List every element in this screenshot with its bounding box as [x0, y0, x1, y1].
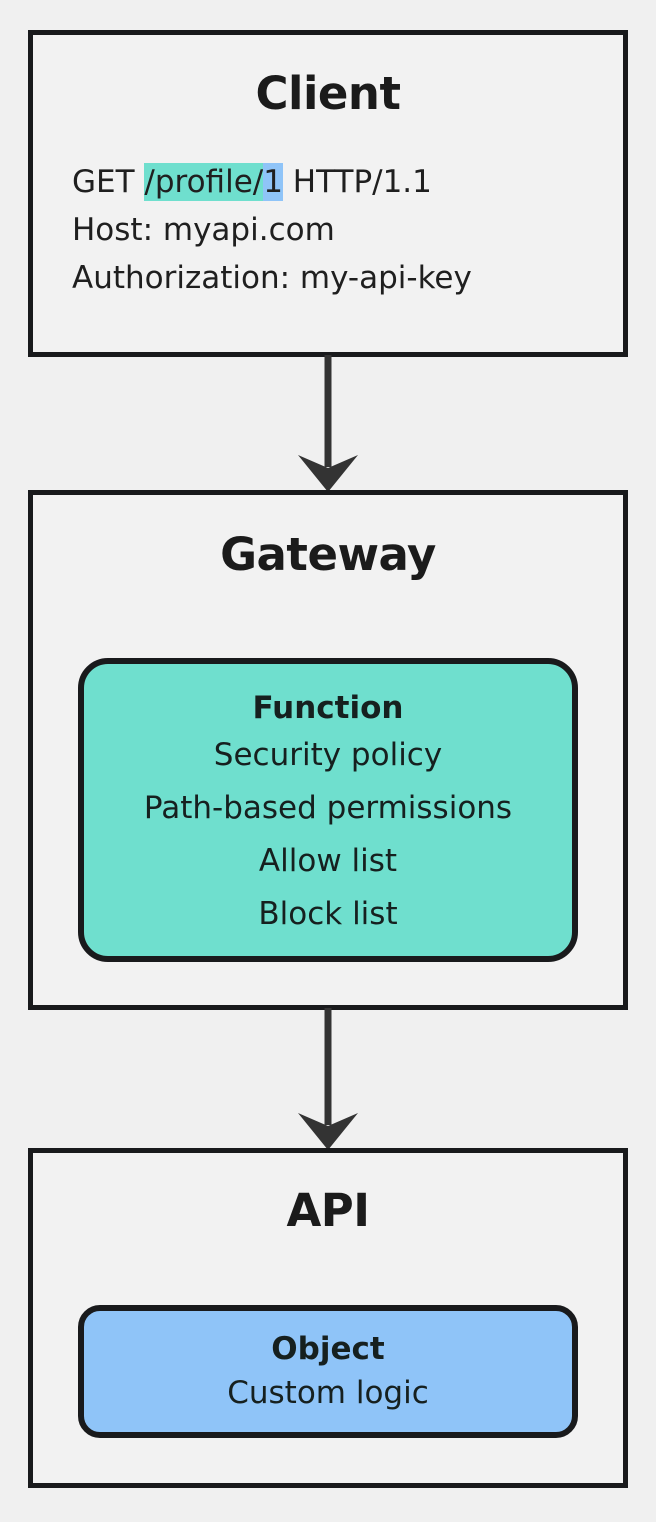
request-header-host: Host: myapi.com [72, 212, 335, 248]
arrow-client-to-gateway [274, 355, 382, 492]
request-path-highlight: /profile/ [144, 163, 264, 201]
function-item-allow-list: Allow list [258, 843, 398, 879]
api-node[interactable]: API Object Custom logic [28, 1148, 628, 1488]
request-http-version: HTTP/1.1 [282, 164, 432, 200]
request-resource-id-highlight: 1 [263, 163, 283, 201]
request-header-authorization: Authorization: my-api-key [72, 260, 472, 296]
function-subnode-title: Function [252, 690, 404, 726]
api-node-title: API [286, 1184, 370, 1237]
client-node-title: Client [255, 67, 401, 120]
function-item-block-list: Block list [258, 896, 398, 932]
arrow-gateway-to-api [274, 1008, 382, 1150]
function-item-security-policy: Security policy [213, 737, 443, 773]
object-subnode-title: Object [271, 1331, 385, 1367]
object-item-custom-logic: Custom logic [227, 1375, 429, 1411]
function-item-path-based-permissions: Path-based permissions [143, 790, 513, 826]
client-node[interactable]: Client GET /profile/1 HTTP/1.1 Host: mya… [28, 30, 628, 357]
request-line-start-line: GET /profile/1 HTTP/1.1 [72, 158, 623, 206]
gateway-function-subnode[interactable]: Function Security policy Path-based perm… [78, 658, 578, 962]
gateway-node[interactable]: Gateway Function Security policy Path-ba… [28, 490, 628, 1010]
client-request-block: GET /profile/1 HTTP/1.1 Host: myapi.com … [33, 158, 623, 302]
request-method: GET [72, 164, 145, 200]
api-object-subnode[interactable]: Object Custom logic [78, 1305, 578, 1438]
gateway-node-title: Gateway [220, 528, 436, 581]
